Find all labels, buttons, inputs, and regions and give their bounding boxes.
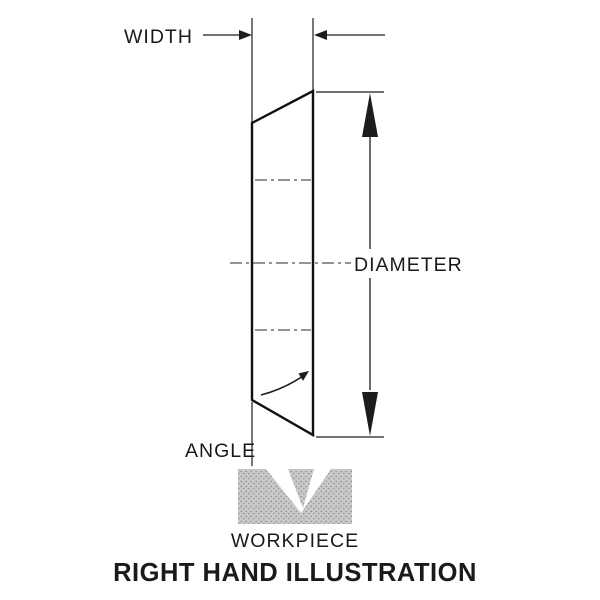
workpiece-label: WORKPIECE [231, 530, 359, 552]
diameter-arrow-up-icon [362, 93, 378, 137]
page-title: RIGHT HAND ILLUSTRATION [113, 559, 477, 587]
width-label: WIDTH [124, 26, 193, 48]
width-arrow-right-icon [239, 30, 252, 40]
diameter-arrow-down-icon [362, 392, 378, 436]
workpiece-figure [238, 469, 352, 524]
angle-label: ANGLE [185, 440, 256, 462]
angle-arrow-icon [298, 371, 309, 381]
workpiece-groove-ridge [288, 469, 314, 508]
angle-arc [260, 375, 304, 396]
diameter-label: DIAMETER [354, 254, 463, 276]
width-arrow-left-icon [314, 30, 327, 40]
